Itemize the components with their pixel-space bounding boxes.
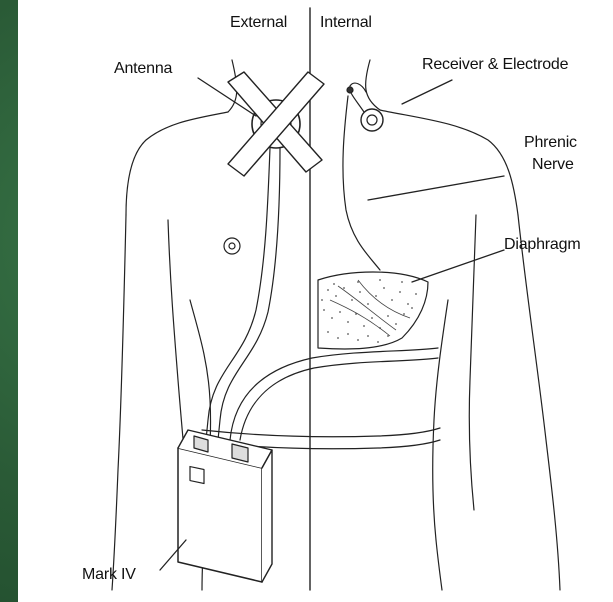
phrenic-leader <box>368 176 504 200</box>
loop-cable-outer <box>230 348 438 440</box>
right-torso-side <box>433 300 448 540</box>
left-nipple <box>224 238 240 254</box>
left-shoulder <box>126 112 228 215</box>
antenna-cable-inner <box>218 148 280 440</box>
waist-right <box>436 540 442 590</box>
label-internal: Internal <box>320 14 372 32</box>
label-nerve: Nerve <box>532 156 574 174</box>
neck-right <box>366 60 380 110</box>
belt-upper <box>202 428 440 437</box>
loop-cable-inner <box>240 358 438 440</box>
diaphragm-leader <box>412 250 504 282</box>
body-diagram <box>18 0 613 602</box>
label-antenna: Antenna <box>114 60 172 78</box>
label-diaphragm: Diaphragm <box>504 236 580 254</box>
diagram-panel: External Internal Antenna Receiver & Ele… <box>18 0 613 602</box>
diaphragm-stipple <box>321 279 417 343</box>
right-arm-outer <box>518 215 560 590</box>
label-receiver-electrode: Receiver & Electrode <box>422 56 568 74</box>
receiver-leader <box>402 80 452 104</box>
label-phrenic: Phrenic <box>524 134 577 152</box>
label-mark-iv: Mark IV <box>82 566 136 584</box>
left-arm-outer <box>112 215 126 590</box>
label-external: External <box>230 14 287 32</box>
right-arm-inner <box>469 215 476 510</box>
right-shoulder <box>380 110 518 215</box>
